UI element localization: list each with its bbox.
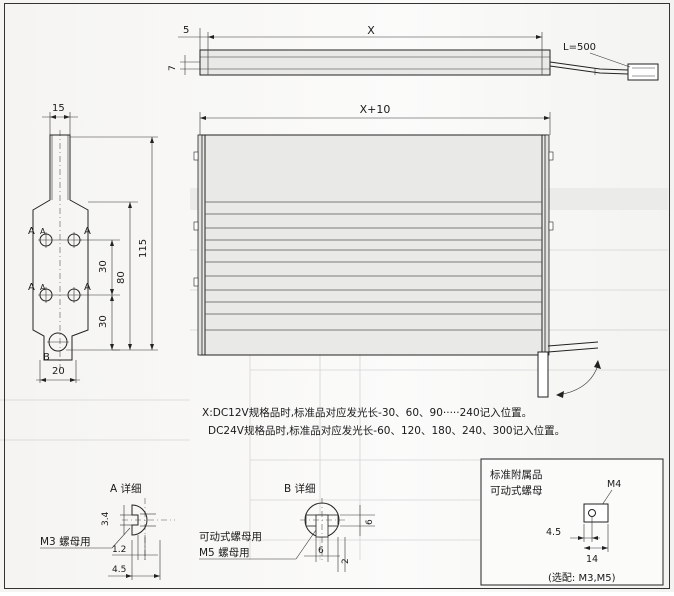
detail-b: B 详细 6 可动式螺母用 M5 螺母用 6 2 [199, 482, 375, 572]
dim-80: 80 [116, 271, 127, 284]
accessory-name: 可动式螺母 [490, 484, 543, 497]
dim-x-plus-10: X+10 [360, 103, 391, 116]
dim-x: X [367, 24, 375, 37]
dim-6-vertical: 6 [365, 519, 375, 525]
label-a-1: A [28, 226, 35, 237]
bracket-side-view: 15 A A A A A A B 20 [28, 103, 158, 383]
dim-6-horizontal: 6 [318, 546, 324, 556]
drawing-frame [4, 3, 670, 589]
label-a-2: A [84, 226, 91, 237]
nut-m5-label: M5 螺母用 [199, 547, 250, 559]
dim-m4: M4 [607, 479, 621, 490]
dim-15: 15 [52, 103, 65, 114]
dim-115: 115 [138, 239, 149, 258]
dim-20: 20 [52, 366, 65, 377]
dim-30-upper: 30 [98, 260, 109, 273]
accessory-option: (选配: M3,M5) [548, 571, 616, 584]
dim-2: 2 [341, 558, 351, 564]
note-line-1: X:DC12V规格品时,标准品对应发光长-30、60、90·····240记入位… [202, 406, 532, 419]
label-a-4: A [84, 282, 91, 293]
dim-14: 14 [586, 554, 598, 565]
dim-30-lower: 30 [98, 315, 109, 328]
detail-a-title: A 详细 [110, 482, 142, 495]
dim-1-2: 1.2 [112, 545, 126, 555]
cable-length: L=500 [563, 42, 596, 53]
front-view: X+10 [193, 103, 601, 398]
nut-movable-label: 可动式螺母用 [199, 530, 262, 543]
dim-3-4: 3.4 [101, 511, 111, 526]
heat-sink-fins [205, 201, 542, 331]
detail-b-title: B 详细 [284, 482, 316, 495]
dim-4-5-b: 4.5 [546, 527, 561, 538]
label-a-6: A [40, 283, 46, 292]
accessory-title: 标准附属品 [490, 468, 543, 481]
note-line-2: DC24V规格品时,标准品对应发光长-60、120、180、240、300记入位… [208, 424, 565, 437]
dim-seven: 7 [168, 65, 178, 71]
top-view: X 5 7 L=500 [168, 24, 659, 81]
standard-accessory-box: 标准附属品 可动式螺母 M4 4.5 14 (选配: M3,M5) [480, 458, 664, 586]
label-a-3: A [28, 282, 35, 293]
nut-m3-label: M3 螺母用 [40, 536, 91, 548]
detail-a: A 详细 3.4 M3 螺母用 1.2 4.5 [40, 482, 175, 580]
label-a-5: A [40, 227, 46, 236]
label-b: B [43, 352, 50, 363]
dim-4-5-a: 4.5 [112, 565, 126, 575]
dim-five: 5 [183, 25, 189, 36]
